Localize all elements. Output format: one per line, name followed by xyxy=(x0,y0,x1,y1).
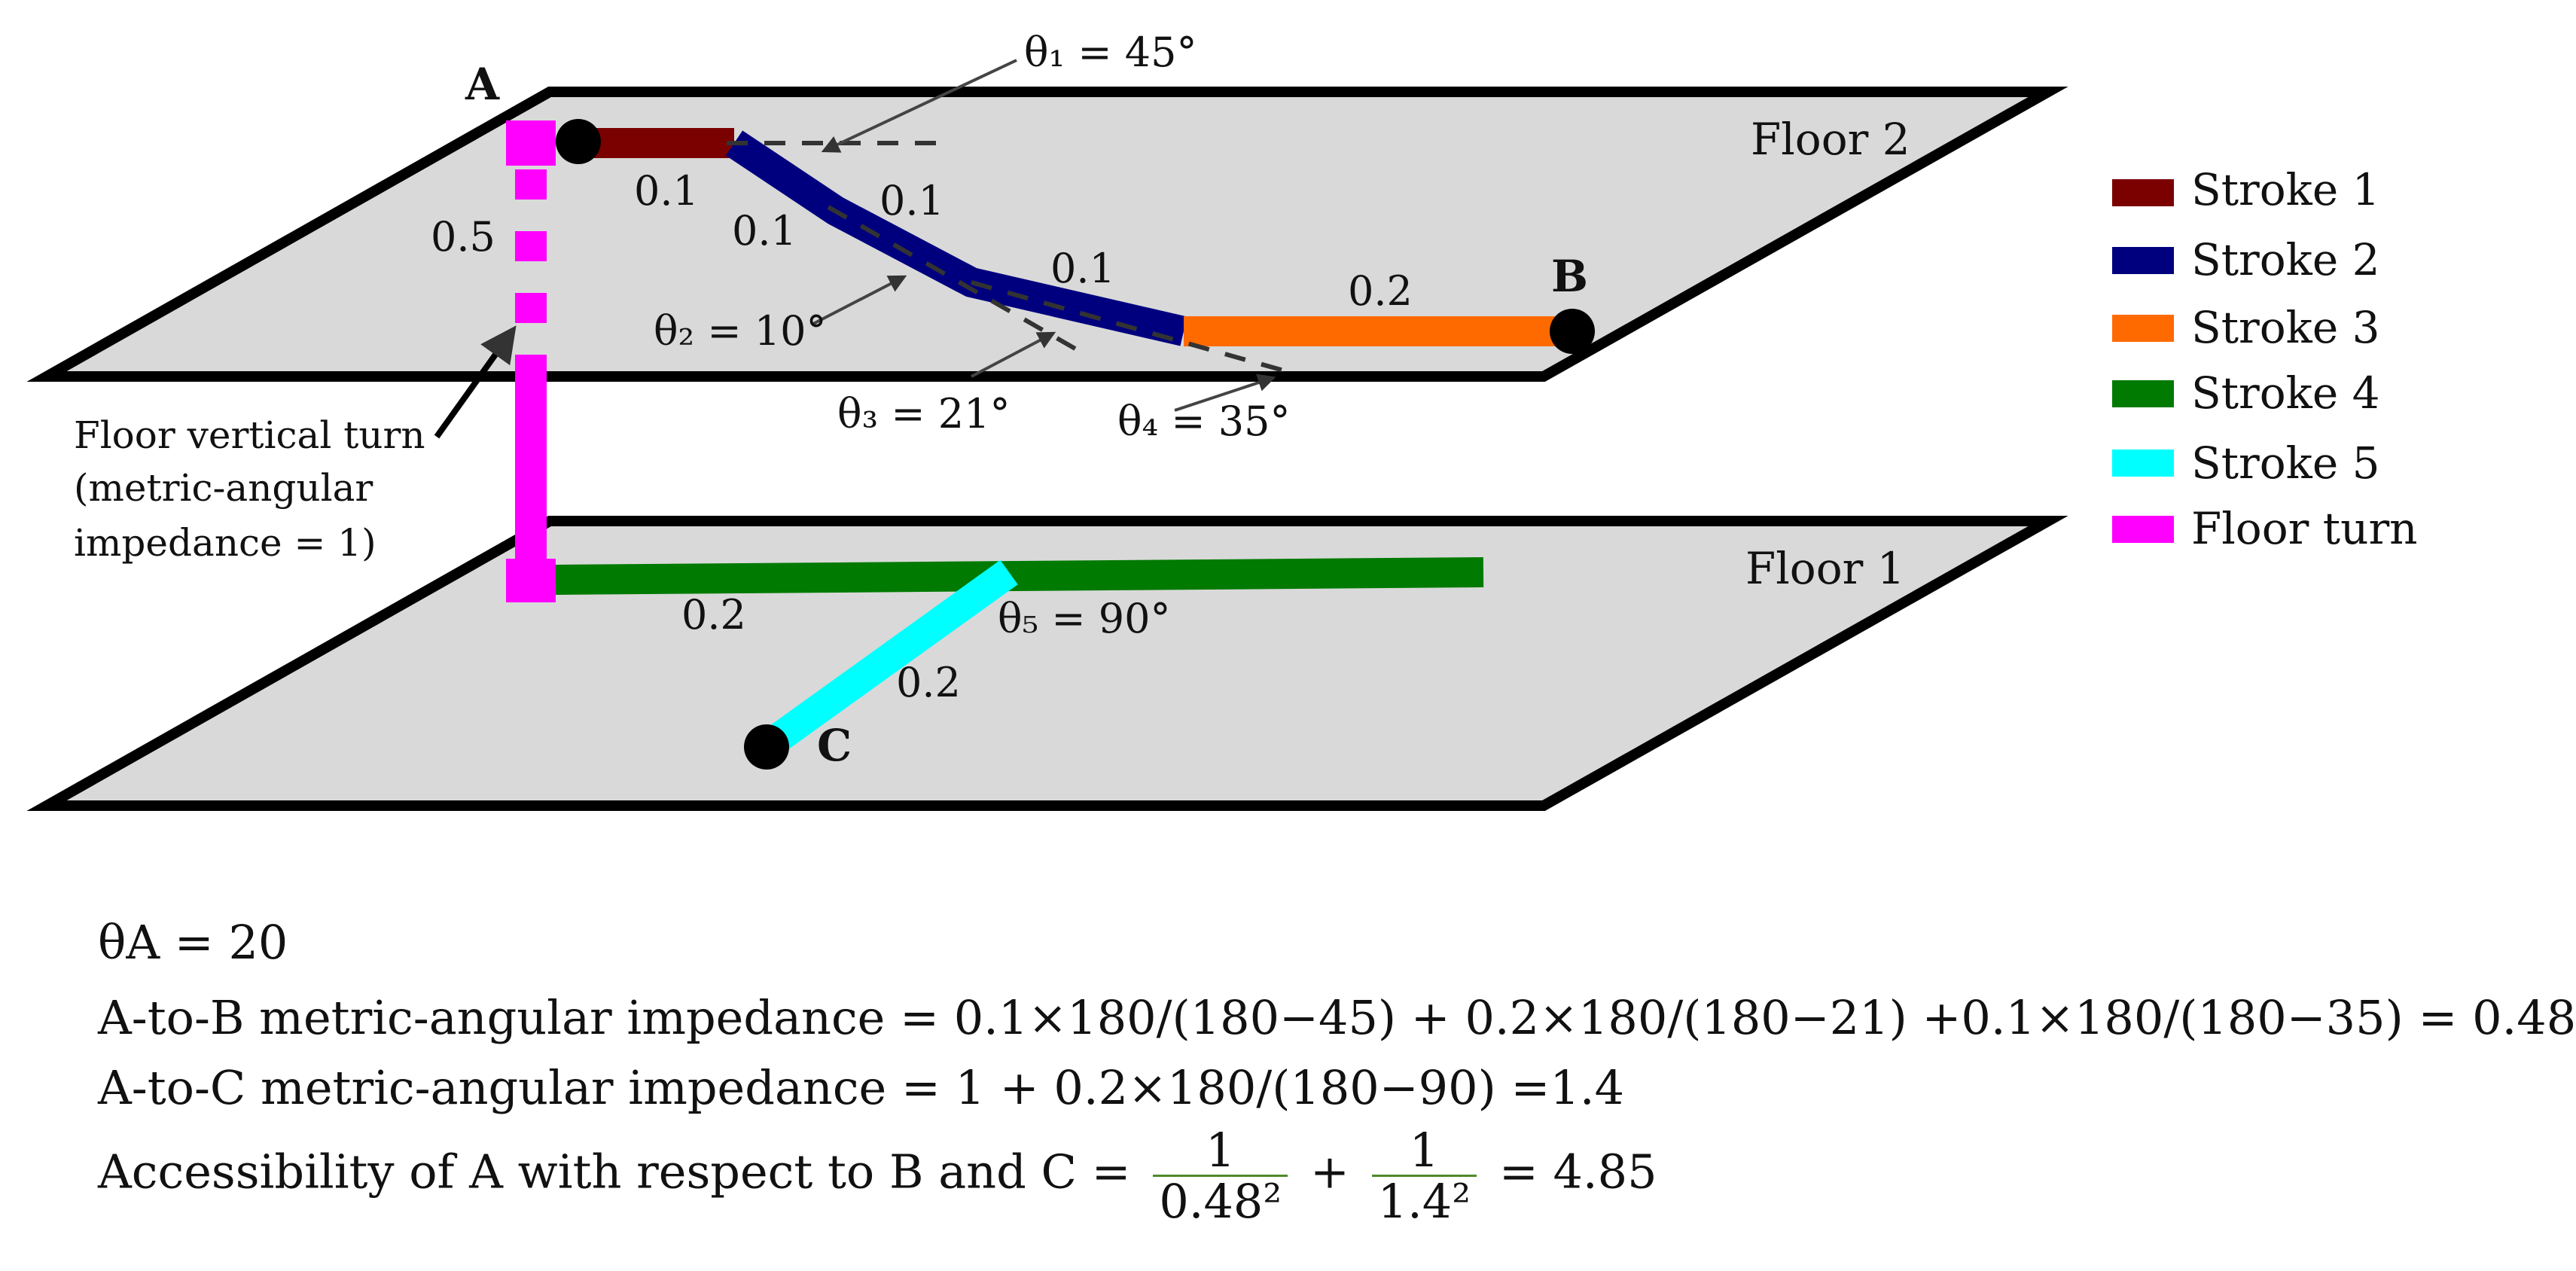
floor-turn-note-line-2: (metric-angular xyxy=(74,466,373,510)
legend-swatch-stroke-4 xyxy=(2112,380,2174,407)
point-c-marker xyxy=(744,724,789,770)
floor-2-label: Floor 2 xyxy=(1751,114,1910,165)
legend-label-stroke-1: Stroke 1 xyxy=(2191,164,2380,215)
angle-3-label: θ₃ = 21° xyxy=(837,390,1010,437)
segment-label-stroke-5: 0.2 xyxy=(896,659,961,706)
accessibility-prefix: Accessibility of A with respect to B and… xyxy=(98,1144,1131,1199)
segment-label-stroke-2a: 0.1 xyxy=(732,207,797,255)
angle-3-pointer xyxy=(971,331,1056,378)
fraction-2-denominator: 1.4² xyxy=(1377,1174,1471,1230)
legend-label-floor-turn: Floor turn xyxy=(2191,503,2418,554)
stroke-2 xyxy=(725,130,1187,346)
segment-label-stroke-3: 0.2 xyxy=(1348,267,1413,315)
legend-label-stroke-4: Stroke 4 xyxy=(2191,367,2380,419)
point-b-label: B xyxy=(1551,251,1588,302)
legend-swatch-stroke-3 xyxy=(2112,315,2174,342)
point-c-label: C xyxy=(817,720,852,771)
fraction-1-denominator: 0.48² xyxy=(1159,1174,1282,1230)
floor-turn-note-line-3: impedance = 1) xyxy=(74,521,376,565)
angle-1-label: θ₁ = 45° xyxy=(1024,29,1197,76)
plus-sign: + xyxy=(1309,1144,1349,1199)
accessibility-result: = 4.85 xyxy=(1498,1144,1657,1199)
fraction-2: 1 1.4² xyxy=(1371,1126,1477,1230)
segment-label-stroke-2c: 0.1 xyxy=(1050,245,1115,292)
floor-turn-cap-bottom xyxy=(506,559,556,602)
floor-turn-cap-top xyxy=(506,120,556,166)
angle-2-pointer xyxy=(812,275,907,325)
floor-2-plane xyxy=(26,87,2068,382)
segment-label-stroke-1: 0.1 xyxy=(634,167,699,215)
legend-label-stroke-5: Stroke 5 xyxy=(2191,437,2380,489)
fraction-1: 1 0.48² xyxy=(1153,1126,1288,1226)
stroke-5 xyxy=(759,559,1018,758)
angle-4-pointer xyxy=(1174,373,1276,412)
angle-2-label: θ₂ = 10° xyxy=(654,307,826,355)
point-a-marker xyxy=(556,119,601,164)
legend-swatch-floor-turn xyxy=(2112,516,2174,543)
fraction-1-numerator: 1 xyxy=(1153,1126,1288,1178)
floor-1-label: Floor 1 xyxy=(1745,543,1905,594)
extension-line-2 xyxy=(827,205,1086,356)
legend-swatch-stroke-5 xyxy=(2112,450,2174,477)
legend-label-stroke-3: Stroke 3 xyxy=(2191,302,2380,353)
a-to-c-impedance-formula: A-to-C metric-angular impedance = 1 + 0.… xyxy=(98,1060,1625,1115)
stroke-4 xyxy=(555,557,1484,595)
legend-label-stroke-2: Stroke 2 xyxy=(2191,234,2380,285)
floor-turn-note-arrow xyxy=(434,325,517,439)
segment-label-stroke-2b: 0.1 xyxy=(879,177,944,224)
segment-label-floor-turn: 0.5 xyxy=(431,213,495,261)
floor-turn-note-line-1: Floor vertical turn xyxy=(74,413,425,457)
extension-line-3 xyxy=(971,280,1292,375)
accessibility-formula: Accessibility of A with respect to B and… xyxy=(98,1126,1657,1226)
theta-a-formula: θA = 20 xyxy=(98,915,288,970)
angle-4-label: θ₄ = 35° xyxy=(1117,398,1290,445)
a-to-b-impedance-formula: A-to-B metric-angular impedance = 0.1×18… xyxy=(98,990,2576,1045)
network-diagram: A B C Floor 2 Floor 1 0.1 0.1 0.1 0.1 0.… xyxy=(26,29,2418,811)
segment-label-stroke-4: 0.2 xyxy=(681,591,746,639)
legend-swatch-stroke-1 xyxy=(2112,179,2174,206)
fraction-2-numerator: 1 xyxy=(1371,1126,1477,1178)
angle-1-pointer xyxy=(821,59,1017,153)
angle-5-label: θ₅ = 90° xyxy=(998,595,1170,642)
point-a-label: A xyxy=(465,59,500,110)
point-b-marker xyxy=(1550,309,1595,354)
legend-swatch-stroke-2 xyxy=(2112,247,2174,274)
